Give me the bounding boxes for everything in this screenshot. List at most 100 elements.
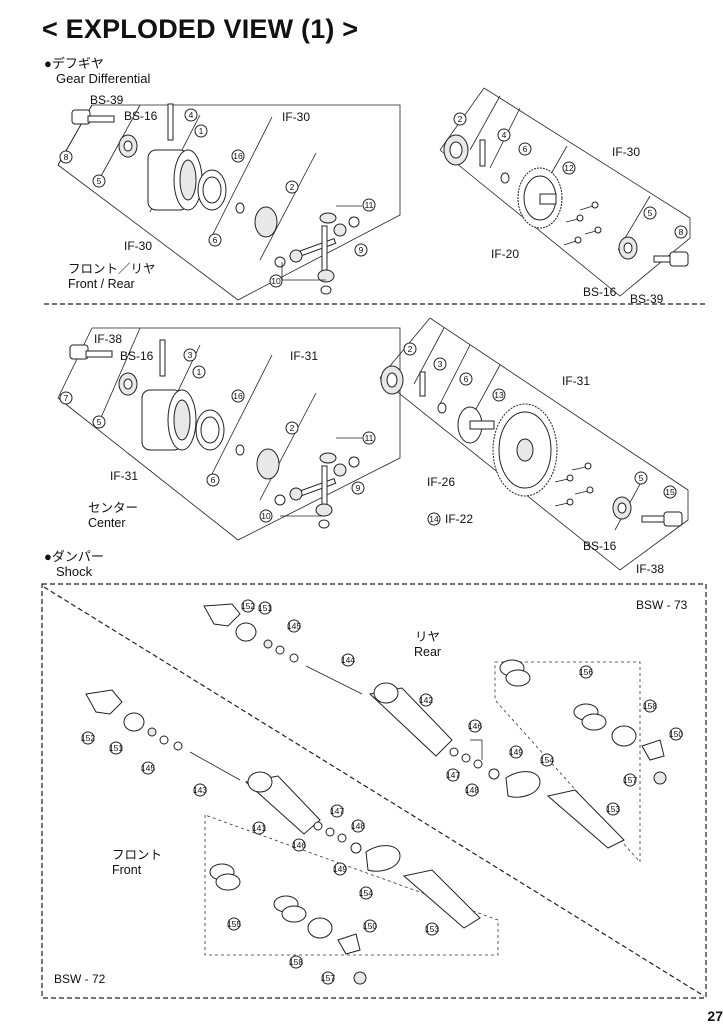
callout: 146 (468, 719, 482, 733)
callout: 10 (269, 274, 283, 288)
callout: 6 (208, 233, 222, 247)
callout: 5 (92, 174, 106, 188)
svg-text:158: 158 (643, 701, 657, 711)
part-label: BS-16 (124, 109, 158, 123)
svg-text:5: 5 (97, 176, 102, 186)
svg-text:16: 16 (233, 391, 243, 401)
shock-body (244, 771, 321, 835)
part-label: IF-30 (612, 145, 640, 159)
svg-text:145: 145 (141, 763, 155, 773)
o-ring (235, 444, 245, 456)
svg-text:150: 150 (363, 921, 377, 931)
shock-shaft (189, 751, 241, 781)
spur-gear-if22 (492, 403, 558, 497)
svg-text:154: 154 (540, 755, 554, 765)
part-label: BSW - 72 (54, 972, 106, 986)
svg-text:8: 8 (64, 152, 69, 162)
svg-text:6: 6 (213, 235, 218, 245)
callout: 3 (433, 357, 447, 371)
region-center: センター Center (88, 501, 139, 530)
bullet-icon: ● (44, 56, 52, 71)
callout: 9 (351, 481, 365, 495)
svg-text:155: 155 (227, 919, 241, 929)
callout: 158 (643, 699, 657, 713)
callout: 158 (289, 955, 303, 969)
svg-text:149: 149 (333, 864, 347, 874)
part-label: IF-20 (491, 247, 519, 261)
part-label: BS-16 (583, 285, 617, 299)
spur-gear-if20 (517, 167, 563, 229)
callout: 4 (497, 128, 511, 142)
callout: 147 (330, 804, 344, 818)
svg-text:146: 146 (292, 840, 306, 850)
callout: 16 (231, 389, 245, 403)
callout: 153 (425, 922, 439, 936)
callout: 148 (351, 819, 365, 833)
outdrive-cup (71, 109, 115, 125)
o-ring (500, 172, 510, 184)
section-en: Gear Differential (56, 71, 151, 86)
callout: 152 (81, 731, 95, 745)
callout: 8 (59, 150, 73, 164)
svg-text:151: 151 (258, 603, 272, 613)
pin (479, 139, 486, 167)
shock-boot (402, 869, 481, 929)
screws (554, 462, 594, 507)
callout: 6 (459, 372, 473, 386)
callout: 5 (92, 415, 106, 429)
region-rear: リヤ Rear (414, 630, 442, 659)
callout: 7 (59, 391, 73, 405)
callout: 146 (292, 838, 306, 852)
section-jp: ダンパー (51, 549, 104, 564)
callout: 12 (562, 161, 576, 175)
callout: 9 (354, 243, 368, 257)
callout: 154 (359, 886, 373, 900)
o-ring (235, 202, 245, 214)
svg-text:6: 6 (211, 475, 216, 485)
svg-text:5: 5 (648, 208, 653, 218)
svg-text:10: 10 (271, 276, 281, 286)
pin (419, 371, 426, 397)
outdrive-cup (653, 251, 689, 267)
callout: 150 (669, 727, 683, 741)
small-gear (319, 212, 337, 224)
callout: 13 (492, 388, 506, 402)
shock-front-assembly: BSW - 72 (54, 689, 481, 986)
svg-text:148: 148 (465, 785, 479, 795)
svg-text:4: 4 (502, 130, 507, 140)
part-label: BS-16 (120, 349, 154, 363)
shock-rod-end (505, 771, 541, 798)
svg-text:4: 4 (189, 110, 194, 120)
callout: 149 (333, 862, 347, 876)
svg-text:145: 145 (287, 621, 301, 631)
part-label: IF-26 (427, 475, 455, 489)
svg-text:148: 148 (351, 821, 365, 831)
part-label: IF-38 (94, 332, 122, 346)
callout: 14 (427, 512, 441, 526)
spring (499, 659, 607, 731)
shock-cap (85, 689, 123, 715)
callout: 1 (192, 365, 206, 379)
svg-text:2: 2 (408, 344, 413, 354)
svg-text:152: 152 (81, 733, 95, 743)
spring (209, 863, 307, 923)
part-label: IF-31 (110, 469, 138, 483)
shock-diagonal (43, 586, 705, 997)
callout: 155 (227, 917, 241, 931)
callout: 5 (634, 471, 648, 485)
spring-retainer (307, 917, 333, 939)
svg-text:152: 152 (241, 601, 255, 611)
svg-text:6: 6 (464, 374, 469, 384)
svg-text:147: 147 (330, 806, 344, 816)
shock-shaft (305, 665, 363, 695)
region-front-rear: フロント／リヤ Front / Rear (68, 262, 156, 291)
svg-text:7: 7 (64, 393, 69, 403)
svg-text:2: 2 (290, 423, 295, 433)
callout: 152 (241, 599, 255, 613)
outdrive-cup (641, 511, 683, 527)
part-label: IF-38 (636, 562, 664, 576)
shock-cap (203, 603, 241, 627)
callout: 141 (252, 821, 266, 835)
callout: 154 (540, 753, 554, 767)
